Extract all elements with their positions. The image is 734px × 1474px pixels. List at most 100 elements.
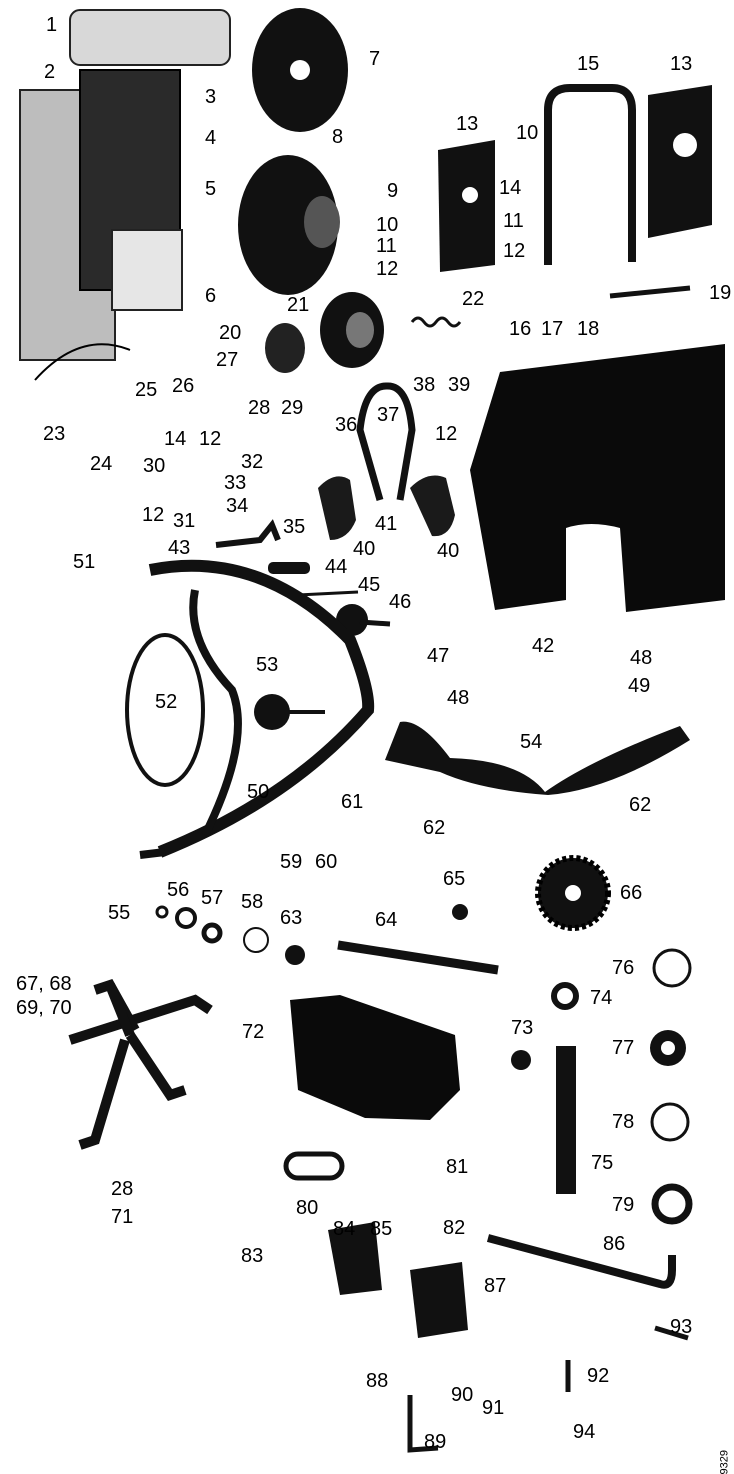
callout-32: 32 bbox=[241, 451, 264, 473]
callout-93: 93 bbox=[670, 1316, 693, 1338]
callout-41: 41 bbox=[375, 513, 398, 535]
callout-8: 8 bbox=[332, 126, 344, 148]
callout-12d: 12 bbox=[435, 423, 458, 445]
callout-90: 90 bbox=[451, 1384, 474, 1406]
callout-9: 9 bbox=[387, 180, 399, 202]
callout-28a: 28 bbox=[248, 397, 271, 419]
callout-31: 31 bbox=[173, 510, 196, 532]
callout-61: 61 bbox=[341, 791, 364, 813]
bracket-13-left bbox=[438, 140, 495, 272]
callout-91: 91 bbox=[482, 1397, 505, 1419]
callout-62b: 62 bbox=[423, 817, 446, 839]
callout-86: 86 bbox=[603, 1233, 626, 1255]
callout-46: 46 bbox=[389, 591, 412, 613]
callout-79: 79 bbox=[612, 1194, 635, 1216]
callout-65: 65 bbox=[443, 868, 466, 890]
callout-37: 37 bbox=[377, 404, 400, 426]
callout-59: 59 bbox=[280, 851, 303, 873]
callout-26: 26 bbox=[172, 375, 195, 397]
callout-15: 15 bbox=[577, 53, 600, 75]
callout-36: 36 bbox=[335, 414, 358, 436]
callout-1: 1 bbox=[46, 14, 58, 36]
callout-52: 52 bbox=[155, 691, 178, 713]
bracket-13-right bbox=[648, 85, 712, 238]
callout-85: 85 bbox=[370, 1218, 393, 1240]
figure-number: 9329 bbox=[718, 1450, 730, 1474]
disc-7 bbox=[252, 8, 348, 132]
callout-13b: 13 bbox=[670, 53, 693, 75]
callout-53: 53 bbox=[256, 654, 279, 676]
callout-77: 77 bbox=[612, 1037, 635, 1059]
callout-45: 45 bbox=[358, 574, 381, 596]
disc-8 bbox=[238, 155, 340, 295]
callout-57: 57 bbox=[201, 887, 224, 909]
callout-64: 64 bbox=[375, 909, 398, 931]
callout-50: 50 bbox=[247, 781, 270, 803]
callout-48b: 48 bbox=[447, 687, 470, 709]
callout-24: 24 bbox=[90, 453, 113, 475]
plate-42 bbox=[470, 344, 725, 612]
callout-38: 38 bbox=[413, 374, 436, 396]
callout-12c: 12 bbox=[199, 428, 222, 450]
callout-42: 42 bbox=[532, 635, 555, 657]
callout-14a: 14 bbox=[499, 177, 522, 199]
callout-56: 56 bbox=[167, 879, 190, 901]
callout-28b: 28 bbox=[111, 1178, 134, 1200]
bar-86 bbox=[486, 1234, 676, 1289]
callout-10b: 10 bbox=[516, 122, 539, 144]
callout-87: 87 bbox=[484, 1275, 507, 1297]
callout-43: 43 bbox=[168, 537, 191, 559]
callout-29: 29 bbox=[281, 397, 304, 419]
callout-63: 63 bbox=[280, 907, 303, 929]
callout-82: 82 bbox=[443, 1217, 466, 1239]
callout-40b: 40 bbox=[437, 540, 460, 562]
callout-11a: 11 bbox=[376, 235, 397, 257]
u-bar-15 bbox=[544, 84, 636, 265]
callout-92: 92 bbox=[587, 1365, 610, 1387]
callout-48a: 48 bbox=[630, 647, 653, 669]
callout-18: 18 bbox=[577, 318, 600, 340]
callout-76: 76 bbox=[612, 957, 635, 979]
callout-74: 74 bbox=[590, 987, 613, 1009]
tine-40-left bbox=[318, 476, 356, 540]
hub-20 bbox=[265, 323, 305, 373]
callout-17: 17 bbox=[541, 318, 564, 340]
callout-75: 75 bbox=[591, 1152, 614, 1174]
callout-23: 23 bbox=[43, 423, 66, 445]
frame-50 bbox=[148, 559, 375, 858]
callout-2: 2 bbox=[44, 61, 56, 83]
callout-62a: 62 bbox=[629, 794, 652, 816]
callout-11b: 11 bbox=[503, 210, 524, 232]
shaft-75 bbox=[556, 1046, 576, 1194]
callout-67-68: 67, 68 bbox=[16, 973, 72, 995]
callout-60: 60 bbox=[315, 851, 338, 873]
callout-19: 19 bbox=[709, 282, 732, 304]
callout-80: 80 bbox=[296, 1197, 319, 1219]
callout-12e: 12 bbox=[142, 504, 165, 526]
callout-89: 89 bbox=[424, 1431, 447, 1453]
callout-10a: 10 bbox=[376, 214, 399, 236]
tine-40-right bbox=[410, 475, 455, 537]
callout-88: 88 bbox=[366, 1370, 389, 1392]
callout-4: 4 bbox=[205, 127, 217, 149]
callout-58: 58 bbox=[241, 891, 264, 913]
callout-55: 55 bbox=[108, 902, 131, 924]
callout-20: 20 bbox=[219, 322, 242, 344]
tiller-67-70 bbox=[68, 978, 213, 1150]
yoke-41 bbox=[356, 382, 416, 501]
callout-78: 78 bbox=[612, 1111, 635, 1133]
callout-21: 21 bbox=[287, 294, 310, 316]
callout-83: 83 bbox=[241, 1245, 264, 1267]
callout-13a: 13 bbox=[456, 113, 479, 135]
callout-94: 94 bbox=[573, 1421, 596, 1443]
callout-54: 54 bbox=[520, 731, 543, 753]
callout-16: 16 bbox=[509, 318, 532, 340]
callout-40a: 40 bbox=[353, 538, 376, 560]
callout-12b: 12 bbox=[503, 240, 526, 262]
callout-34: 34 bbox=[226, 495, 249, 517]
callout-14b: 14 bbox=[164, 428, 187, 450]
callout-27: 27 bbox=[216, 349, 239, 371]
callout-81: 81 bbox=[446, 1156, 469, 1178]
